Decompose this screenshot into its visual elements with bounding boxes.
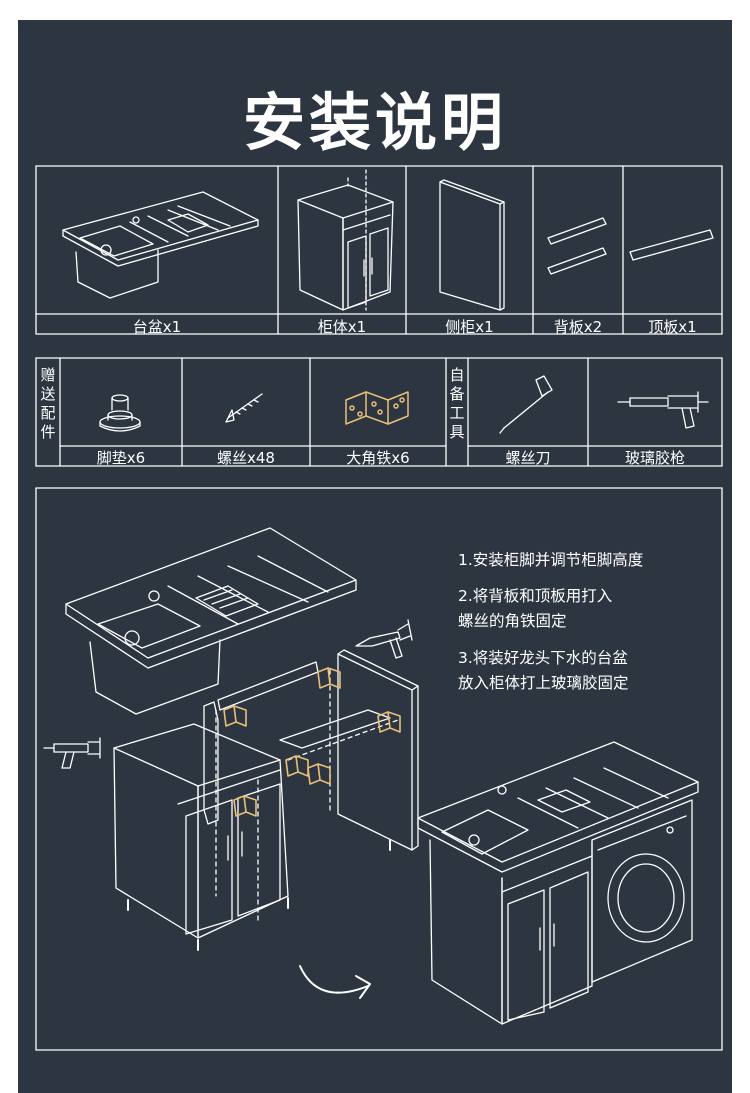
instruction-step-2-cont: 螺丝的角铁固定 xyxy=(458,612,567,630)
basin-icon xyxy=(62,191,259,299)
cabinet-body-icon xyxy=(297,169,394,311)
side-panel-icon xyxy=(439,179,505,311)
tool-label-caulking-gun: 玻璃胶枪 xyxy=(624,449,685,467)
part-label-basin: 台盆x1 xyxy=(132,318,182,336)
accessory-label-foot-pad: 脚垫x6 xyxy=(96,449,146,467)
self-provided-tools-label: 自备工具 xyxy=(449,366,465,441)
exploded-cabinet-icon xyxy=(113,649,419,951)
curved-arrow-icon xyxy=(299,965,371,999)
accessories-table-grid xyxy=(35,357,723,467)
screw-icon xyxy=(225,393,263,423)
assembled-cabinet-icon xyxy=(417,741,699,1025)
instruction-step-1: 1.安装柜脚并调节柜脚高度 xyxy=(458,551,644,569)
caulking-gun-icon xyxy=(617,391,709,429)
parts-table-grid xyxy=(35,165,723,335)
instruction-board: 安装说明 xyxy=(18,20,732,1093)
assembly-caulking-gun-icon xyxy=(355,619,413,659)
page-title: 安装说明 xyxy=(242,86,507,159)
instruction-step-3-cont: 放入柜体打上玻璃胶固定 xyxy=(458,674,629,692)
part-label-top-board: 顶板x1 xyxy=(648,318,697,336)
back-board-icon xyxy=(547,217,607,275)
accessory-label-corner-bracket: 大角铁x6 xyxy=(346,449,410,467)
part-label-cabinet-body: 柜体x1 xyxy=(317,318,367,336)
instruction-step-3: 3.将装好龙头下水的台盆 xyxy=(458,649,628,667)
assembly-bracket-icons xyxy=(223,667,401,817)
screwdriver-icon xyxy=(499,375,553,434)
assembly-caulking-gun-left-icon xyxy=(43,737,101,769)
gift-accessories-label: 赠送配件 xyxy=(40,366,56,441)
accessory-label-screw: 螺丝x48 xyxy=(217,449,275,467)
part-label-side-panel: 侧柜x1 xyxy=(445,318,494,336)
top-board-icon xyxy=(629,229,714,261)
tool-label-screwdriver: 螺丝刀 xyxy=(505,449,551,467)
foot-pad-icon xyxy=(99,394,141,432)
part-label-back-board: 背板x2 xyxy=(553,318,603,336)
assembly-basin-icon xyxy=(65,527,357,715)
line-art xyxy=(35,165,723,1051)
instruction-step-2: 2.将背板和顶板用打入 xyxy=(458,587,613,605)
corner-bracket-icon xyxy=(345,391,409,425)
assembly-diagram-frame xyxy=(35,487,723,1051)
